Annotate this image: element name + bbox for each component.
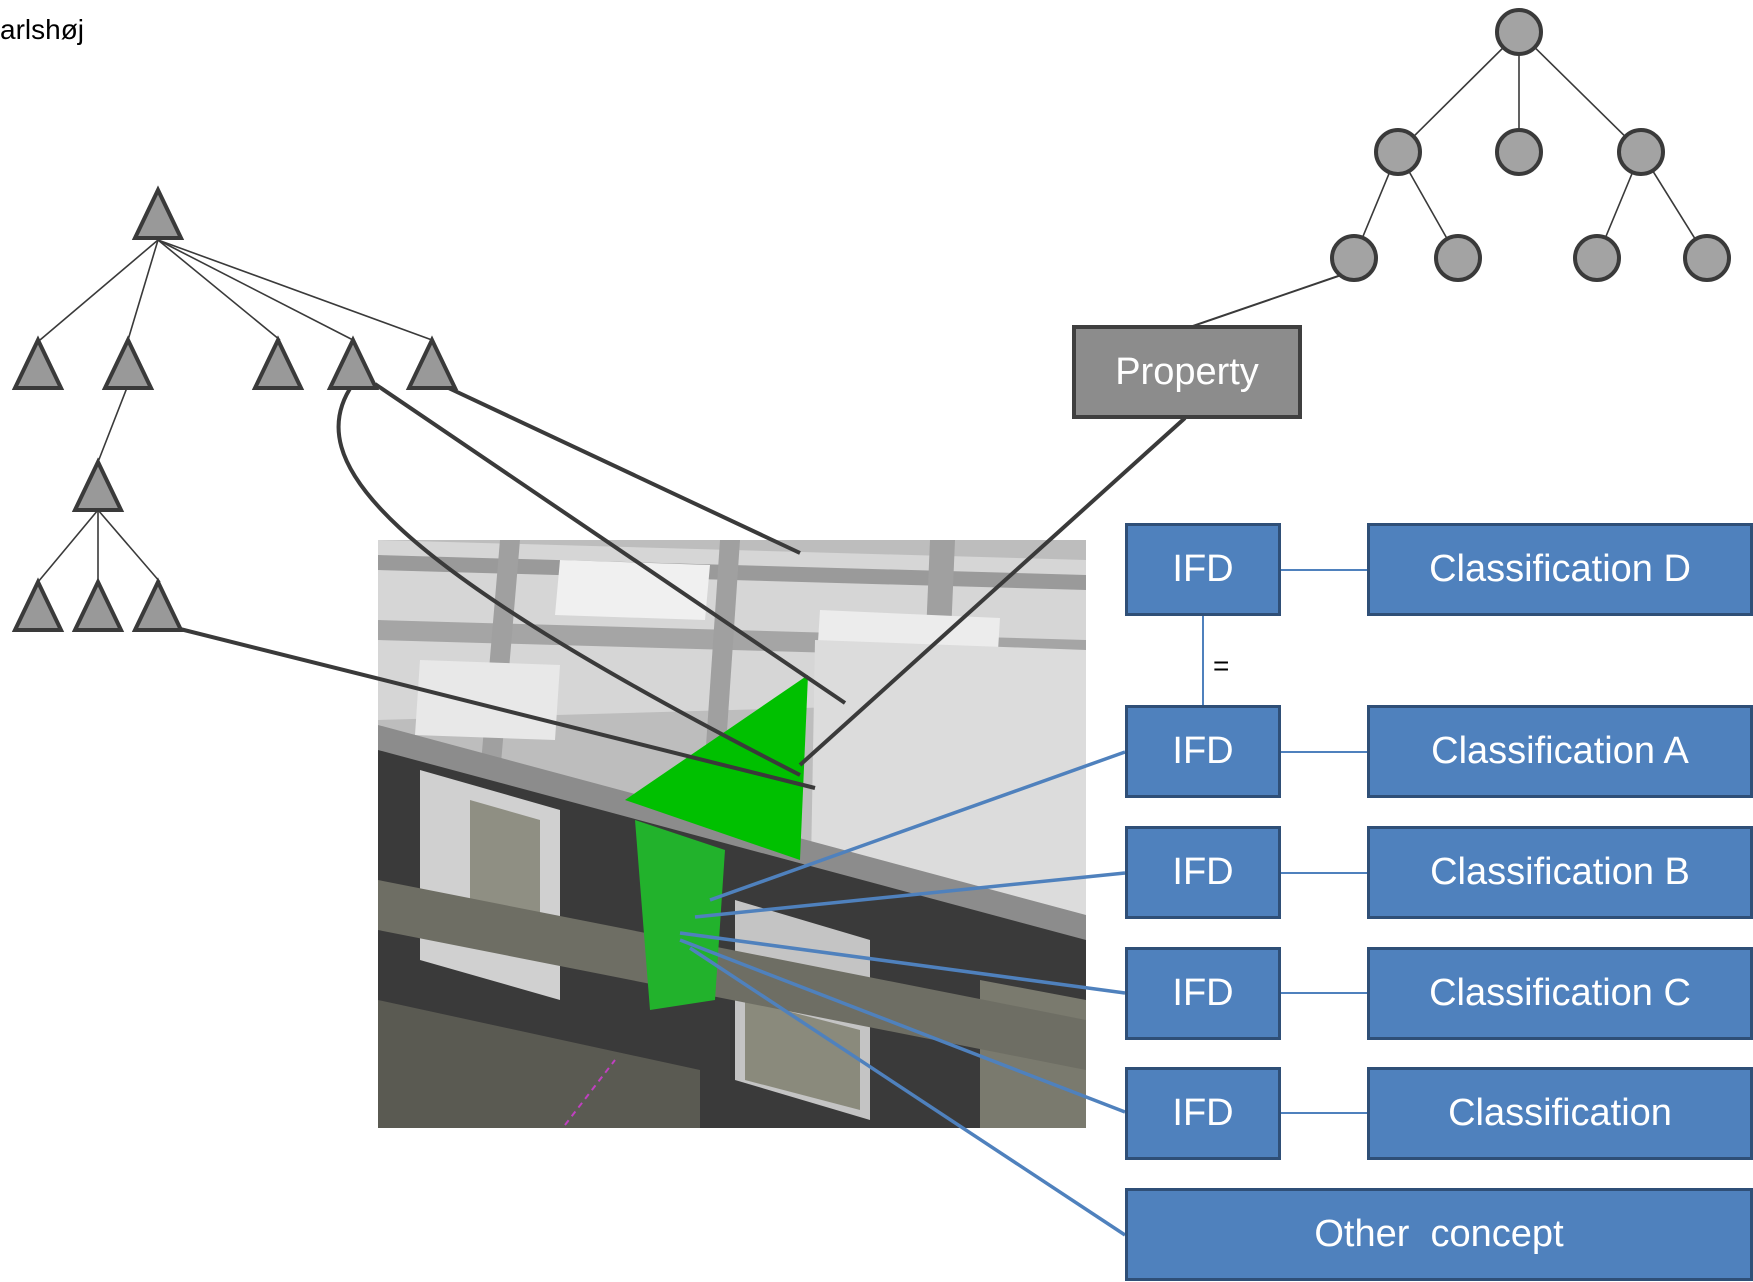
property-box: Property <box>1072 325 1302 419</box>
circle-tree <box>1330 8 1731 282</box>
ifd-label: IFD <box>1172 1092 1234 1134</box>
classification-d-box: Classification D <box>1367 523 1753 616</box>
tree-node <box>1434 234 1482 282</box>
connector-to-ifd-b <box>694 871 1126 919</box>
classification-label: Classification B <box>1430 851 1690 893</box>
triangle-node <box>101 335 155 390</box>
classification-label: Classification C <box>1429 972 1691 1014</box>
ifd-box-b: IFD <box>1125 826 1281 919</box>
blue-connectors <box>679 750 1126 1237</box>
tree-node <box>1495 128 1543 176</box>
triangle-hierarchy <box>11 185 459 632</box>
author-label: arlshøj <box>0 14 85 45</box>
triangle-node <box>405 335 459 390</box>
connector-to-other-concept <box>689 946 1126 1237</box>
tree-node <box>1683 234 1731 282</box>
ifd-label: IFD <box>1172 730 1234 772</box>
ifd-label: IFD <box>1172 972 1234 1014</box>
connector-triangle-to-wall-4 <box>439 382 801 555</box>
classification-c-box: Classification C <box>1367 947 1753 1040</box>
triangle-node <box>11 577 65 632</box>
ifd-label: IFD <box>1172 548 1234 590</box>
tree-node <box>1617 128 1665 176</box>
classification-a-box: Classification A <box>1367 705 1753 798</box>
connector-to-ifd-c <box>679 931 1126 995</box>
ifd-box-a: IFD <box>1125 705 1281 798</box>
classification-label: Classification D <box>1429 548 1691 590</box>
triangle-node <box>326 335 380 390</box>
ifd-box-d: IFD <box>1125 523 1281 616</box>
connector-triangle-to-wall-2 <box>336 382 801 777</box>
classification-label: Classification <box>1448 1092 1672 1134</box>
tree-node <box>1374 128 1422 176</box>
tree-node <box>1330 234 1378 282</box>
property-label: Property <box>1115 350 1259 393</box>
triangle-node-root <box>131 185 185 240</box>
other-concept-label: Other concept <box>1314 1213 1564 1255</box>
triangle-node <box>71 577 125 632</box>
triangle-node <box>11 335 65 390</box>
connector-to-ifd-a <box>709 750 1126 902</box>
equals-sign: = <box>1213 650 1230 681</box>
connector-property-to-tree <box>1189 271 1351 328</box>
ifd-label: IFD <box>1172 851 1234 893</box>
triangle-node <box>251 335 305 390</box>
tree-node-root <box>1495 8 1543 56</box>
ifd-classification-links <box>1202 569 1367 1114</box>
connector-to-ifd-e <box>679 938 1126 1114</box>
ifd-box-c: IFD <box>1125 947 1281 1040</box>
connector-triangle-to-wall-3 <box>373 382 847 705</box>
dark-connectors <box>175 382 1187 790</box>
triangle-node <box>71 457 125 512</box>
other-concept-box: Other concept <box>1125 1188 1753 1281</box>
connector-triangle-to-wall-1 <box>175 626 816 790</box>
tree-node <box>1573 234 1621 282</box>
connector-property-to-wall <box>798 416 1187 767</box>
classification-label: Classification A <box>1431 730 1689 772</box>
triangle-node <box>131 577 185 632</box>
ifd-box-e: IFD <box>1125 1067 1281 1160</box>
classification-box: Classification <box>1367 1067 1753 1160</box>
classification-b-box: Classification B <box>1367 826 1753 919</box>
